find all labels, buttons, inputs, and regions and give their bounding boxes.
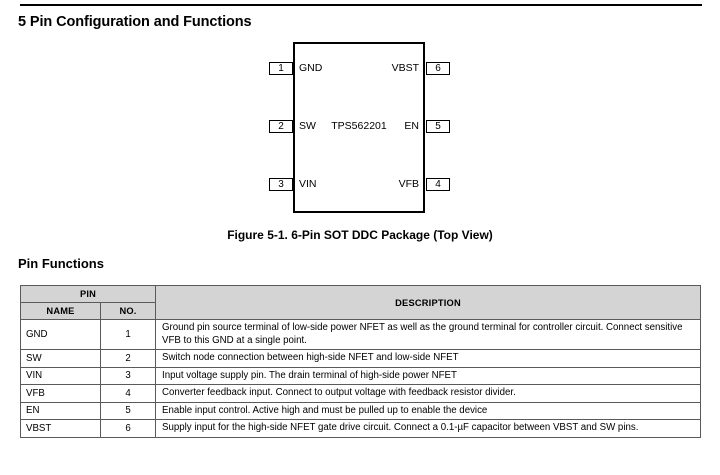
figure-caption: Figure 5-1. 6-Pin SOT DDC Package (Top V… [227, 228, 493, 242]
page-title: 5 Pin Configuration and Functions [18, 14, 252, 30]
table-row: VBST 6 Supply input for the high-side NF… [20, 419, 702, 438]
cell-pin-no: 6 [99, 419, 157, 438]
header-no: NO. [99, 302, 157, 320]
cell-pin-name: GND [20, 319, 101, 350]
cell-pin-name: VBST [20, 419, 101, 438]
cell-pin-description: Switch node connection between high-side… [155, 349, 702, 368]
pin-label-vfb: VFB [398, 178, 419, 190]
pin-functions-table: PIN DESCRIPTION NAME NO. GND 1 Ground pi… [19, 285, 702, 438]
cell-pin-description: Enable input control. Active high and mu… [155, 401, 702, 420]
cell-pin-description: Converter feedback input. Connect to out… [155, 384, 702, 403]
header-description: DESCRIPTION [155, 285, 702, 320]
table-row: GND 1 Ground pin source terminal of low-… [20, 319, 702, 350]
pin-label-vbst: VBST [391, 62, 419, 74]
pin-label-sw: SW [299, 120, 316, 132]
pin-label-vin: VIN [299, 178, 317, 190]
cell-pin-name: SW [20, 349, 101, 368]
pin-tab-6: 6 [426, 62, 450, 75]
cell-pin-no: 4 [99, 384, 157, 403]
cell-pin-no: 2 [99, 349, 157, 368]
cell-pin-description: Input voltage supply pin. The drain term… [155, 366, 702, 385]
cell-pin-name: EN [20, 401, 101, 420]
package-body-outline [293, 42, 425, 213]
table-row: SW 2 Switch node connection between high… [20, 349, 702, 368]
cell-pin-name: VFB [20, 384, 101, 403]
pin-tab-1: 1 [269, 62, 293, 75]
pin-label-en: EN [404, 120, 419, 132]
pin-tab-2: 2 [269, 120, 293, 133]
pin-tab-5: 5 [426, 120, 450, 133]
cell-pin-name: VIN [20, 366, 101, 385]
device-part-number-label: TPS562201 [331, 120, 387, 132]
pin-tab-3: 3 [269, 178, 293, 191]
pin-tab-4: 4 [426, 178, 450, 191]
table-row: EN 5 Enable input control. Active high a… [20, 401, 702, 420]
table-header: PIN DESCRIPTION NAME NO. [19, 285, 702, 320]
table-row: VFB 4 Converter feedback input. Connect … [20, 384, 702, 403]
cell-pin-no: 3 [99, 366, 157, 385]
cell-pin-description: Supply input for the high-side NFET gate… [155, 419, 702, 438]
cell-pin-no: 5 [99, 401, 157, 420]
page-top-rule [20, 4, 702, 6]
header-pin-group: PIN [19, 285, 157, 303]
table-body: GND 1 Ground pin source terminal of low-… [20, 319, 702, 438]
pin-functions-heading: Pin Functions [18, 256, 104, 271]
header-name: NAME [20, 302, 101, 320]
table-header-row-1: PIN DESCRIPTION [19, 285, 702, 320]
cell-pin-description: Ground pin source terminal of low-side p… [155, 319, 702, 350]
cell-pin-no: 1 [99, 319, 157, 350]
package-diagram: TPS562201 1 GND 2 SW 3 VIN 6 VBST 5 EN 4… [0, 36, 720, 236]
pin-label-gnd: GND [299, 62, 323, 74]
table-row: VIN 3 Input voltage supply pin. The drai… [20, 366, 702, 385]
